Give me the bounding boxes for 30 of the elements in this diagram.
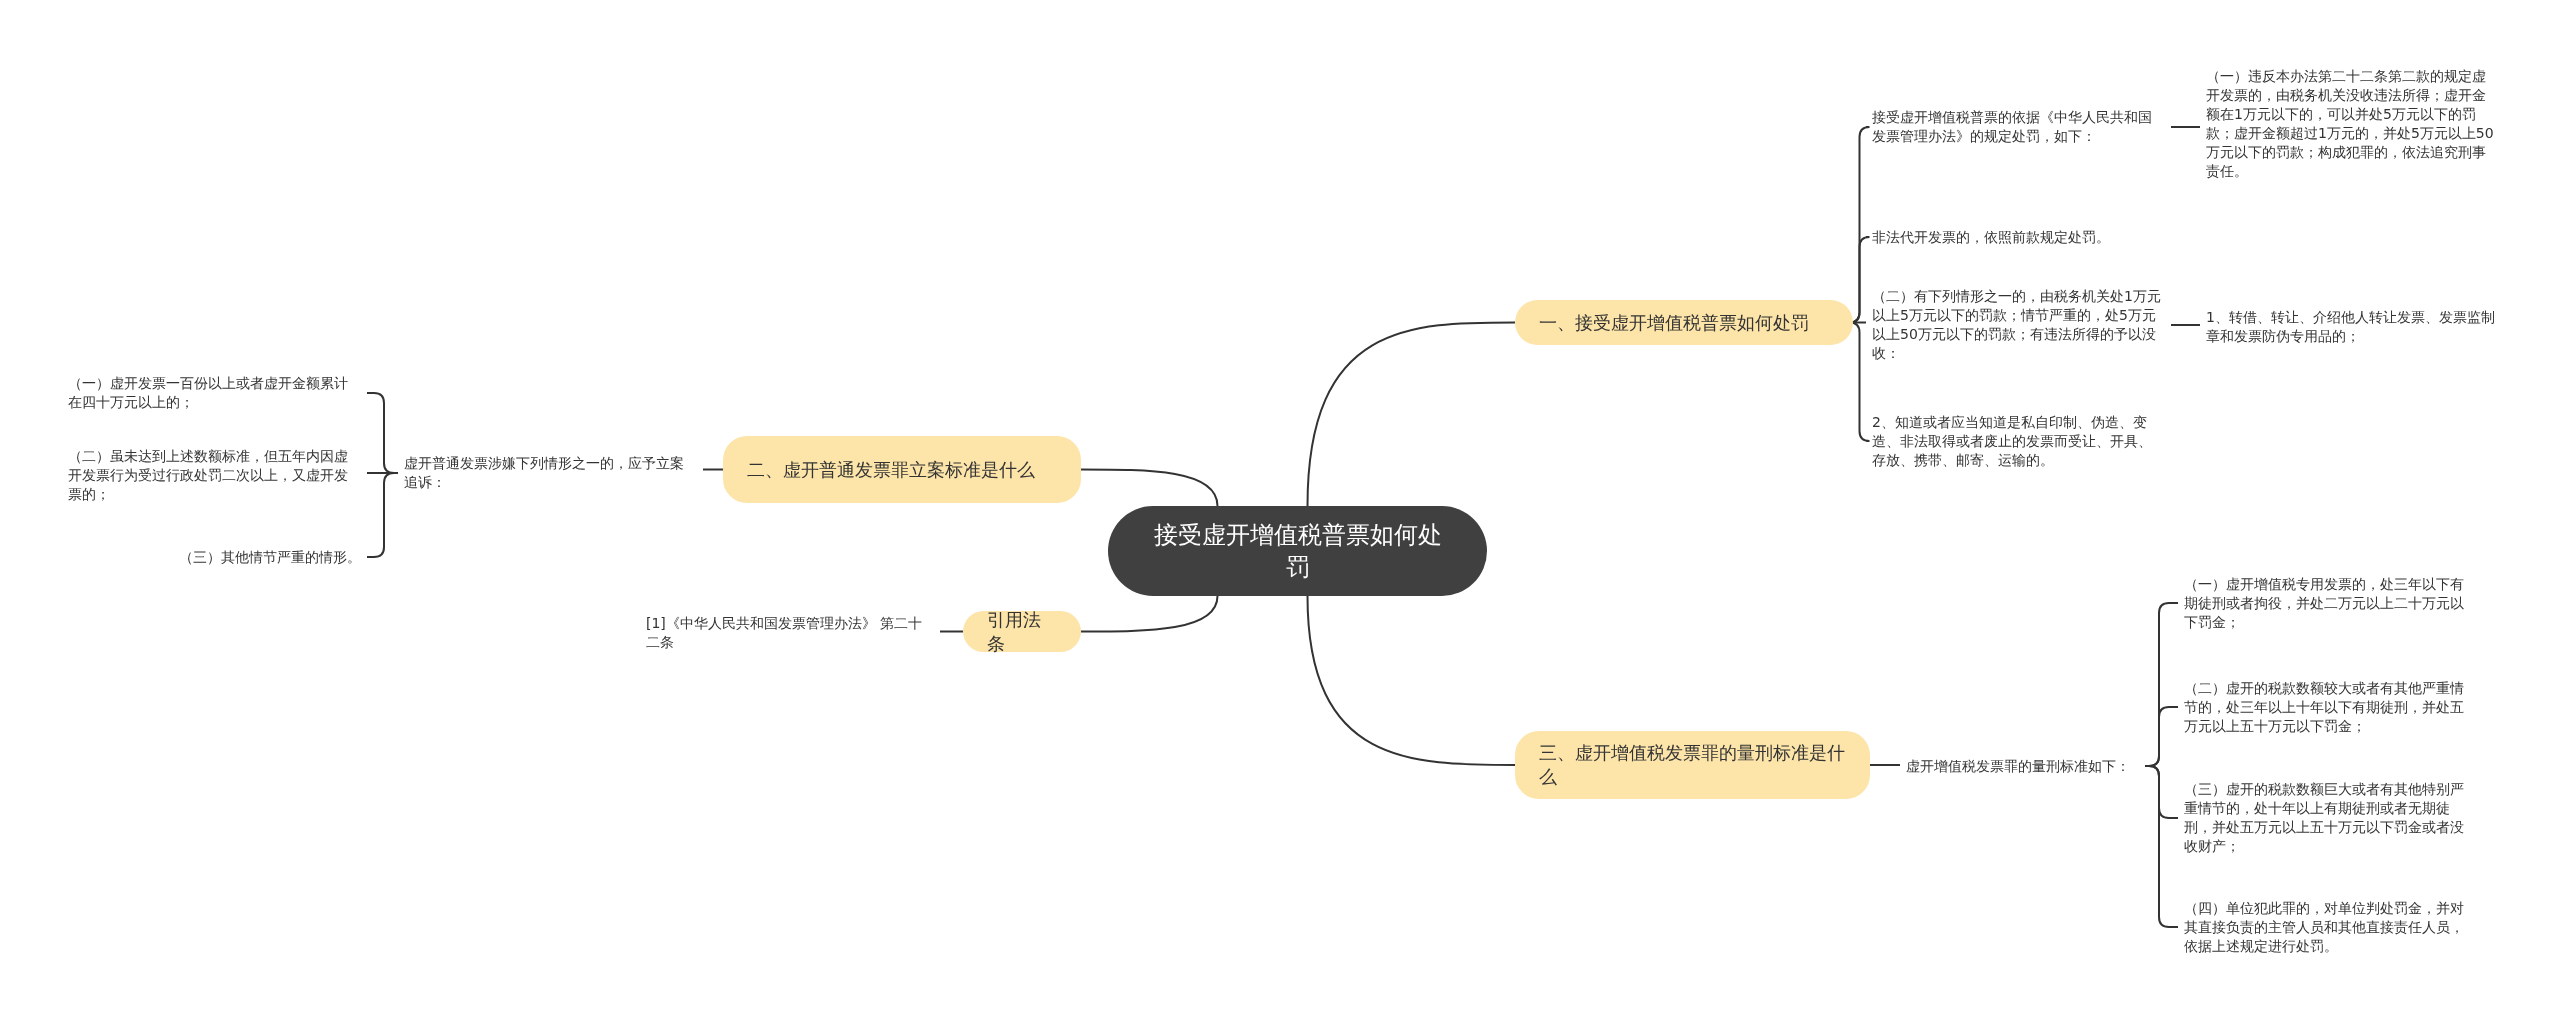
note-text: 2、知道或者应当知道是私自印制、伪造、变造、非法取得或者废止的发票而受让、开具、存放、携带、邮寄、运输的。 — [1866, 410, 2171, 472]
connector — [2170, 126, 2201, 128]
note-text: 接受虚开增值税普票的依据《中华人民共和国发票管理办法》的规定处罚，如下： — [1866, 106, 2171, 148]
note-text: （二）虚开的税款数额较大或者有其他严重情节的，处三年以上十年以下有期徒刑，并处五万元以上五十万元以下罚金； — [2178, 676, 2478, 738]
note-text: （一）虚开发票一百份以上或者虚开金额累计在四十万元以上的； — [62, 372, 367, 414]
topic-pill: 一、接受虚开增值税普票如何处罚 — [1515, 300, 1853, 345]
connector — [1306, 595, 1516, 766]
connector — [1869, 764, 1901, 766]
connector — [1080, 468, 1219, 507]
note-text: （二）虽未达到上述数额标准，但五年内因虚开发票行为受过行政处罚二次以上，又虚开发票的； — [62, 444, 367, 506]
note-text: 虚开普通发票涉嫌下列情形之一的，应予立案追诉： — [398, 452, 703, 494]
note-text: （四）单位犯此罪的，对单位判处罚金，并对其直接负责的主管人员和其他直接责任人员，依据上述规定进行处罚。 — [2178, 896, 2478, 958]
topic-pill: 引用法条 — [963, 611, 1081, 652]
note-text: （三）虚开的税款数额巨大或者有其他特别严重情节的，处十年以上有期徒刑或者无期徒刑，并处五万元以上五十万元以下罚金或者没收财产； — [2178, 778, 2478, 858]
note-text: [1]《中华人民共和国发票管理办法》 第二十二条 — [640, 612, 940, 654]
note-text: （三）其他情节严重的情形。 — [62, 546, 367, 568]
connector — [1080, 595, 1219, 633]
connector — [1306, 321, 1516, 507]
note-text: 非法代开发票的，依照前款规定处罚。 — [1866, 226, 2171, 248]
note-text: 1、转借、转让、介绍他人转让发票、发票监制章和发票防伪专用品的； — [2200, 306, 2505, 348]
connector — [2170, 324, 2201, 326]
note-text: （一）虚开增值税专用发票的，处三年以下有期徒刑或者拘役，并处二万元以上二十万元以下罚金； — [2178, 572, 2478, 634]
connector — [939, 630, 964, 633]
central-topic: 接受虚开增值税普票如何处罚 — [1108, 506, 1487, 596]
note-text: （二）有下列情形之一的，由税务机关处1万元以上5万元以下的罚款；情节严重的，处5万元以上50万元以下的罚款；有违法所得的予以没收： — [1866, 285, 2171, 365]
connector — [702, 468, 724, 471]
note-text: （一）违反本办法第二十二条第二款的规定虚开发票的，由税务机关没收违法所得；虚开金额在1万元以下的，可以并处5万元以下的罚款；虚开金额超过1万元的，并处5万元以上50万元以下的罚款；构成犯罪的，依法追究刑事责任。 — [2200, 64, 2505, 184]
topic-pill: 二、虚开普通发票罪立案标准是什么 — [723, 436, 1081, 503]
note-text: 虚开增值税发票罪的量刑标准如下： — [1900, 754, 2145, 778]
topic-pill: 三、虚开增值税发票罪的量刑标准是什么 — [1515, 731, 1870, 799]
